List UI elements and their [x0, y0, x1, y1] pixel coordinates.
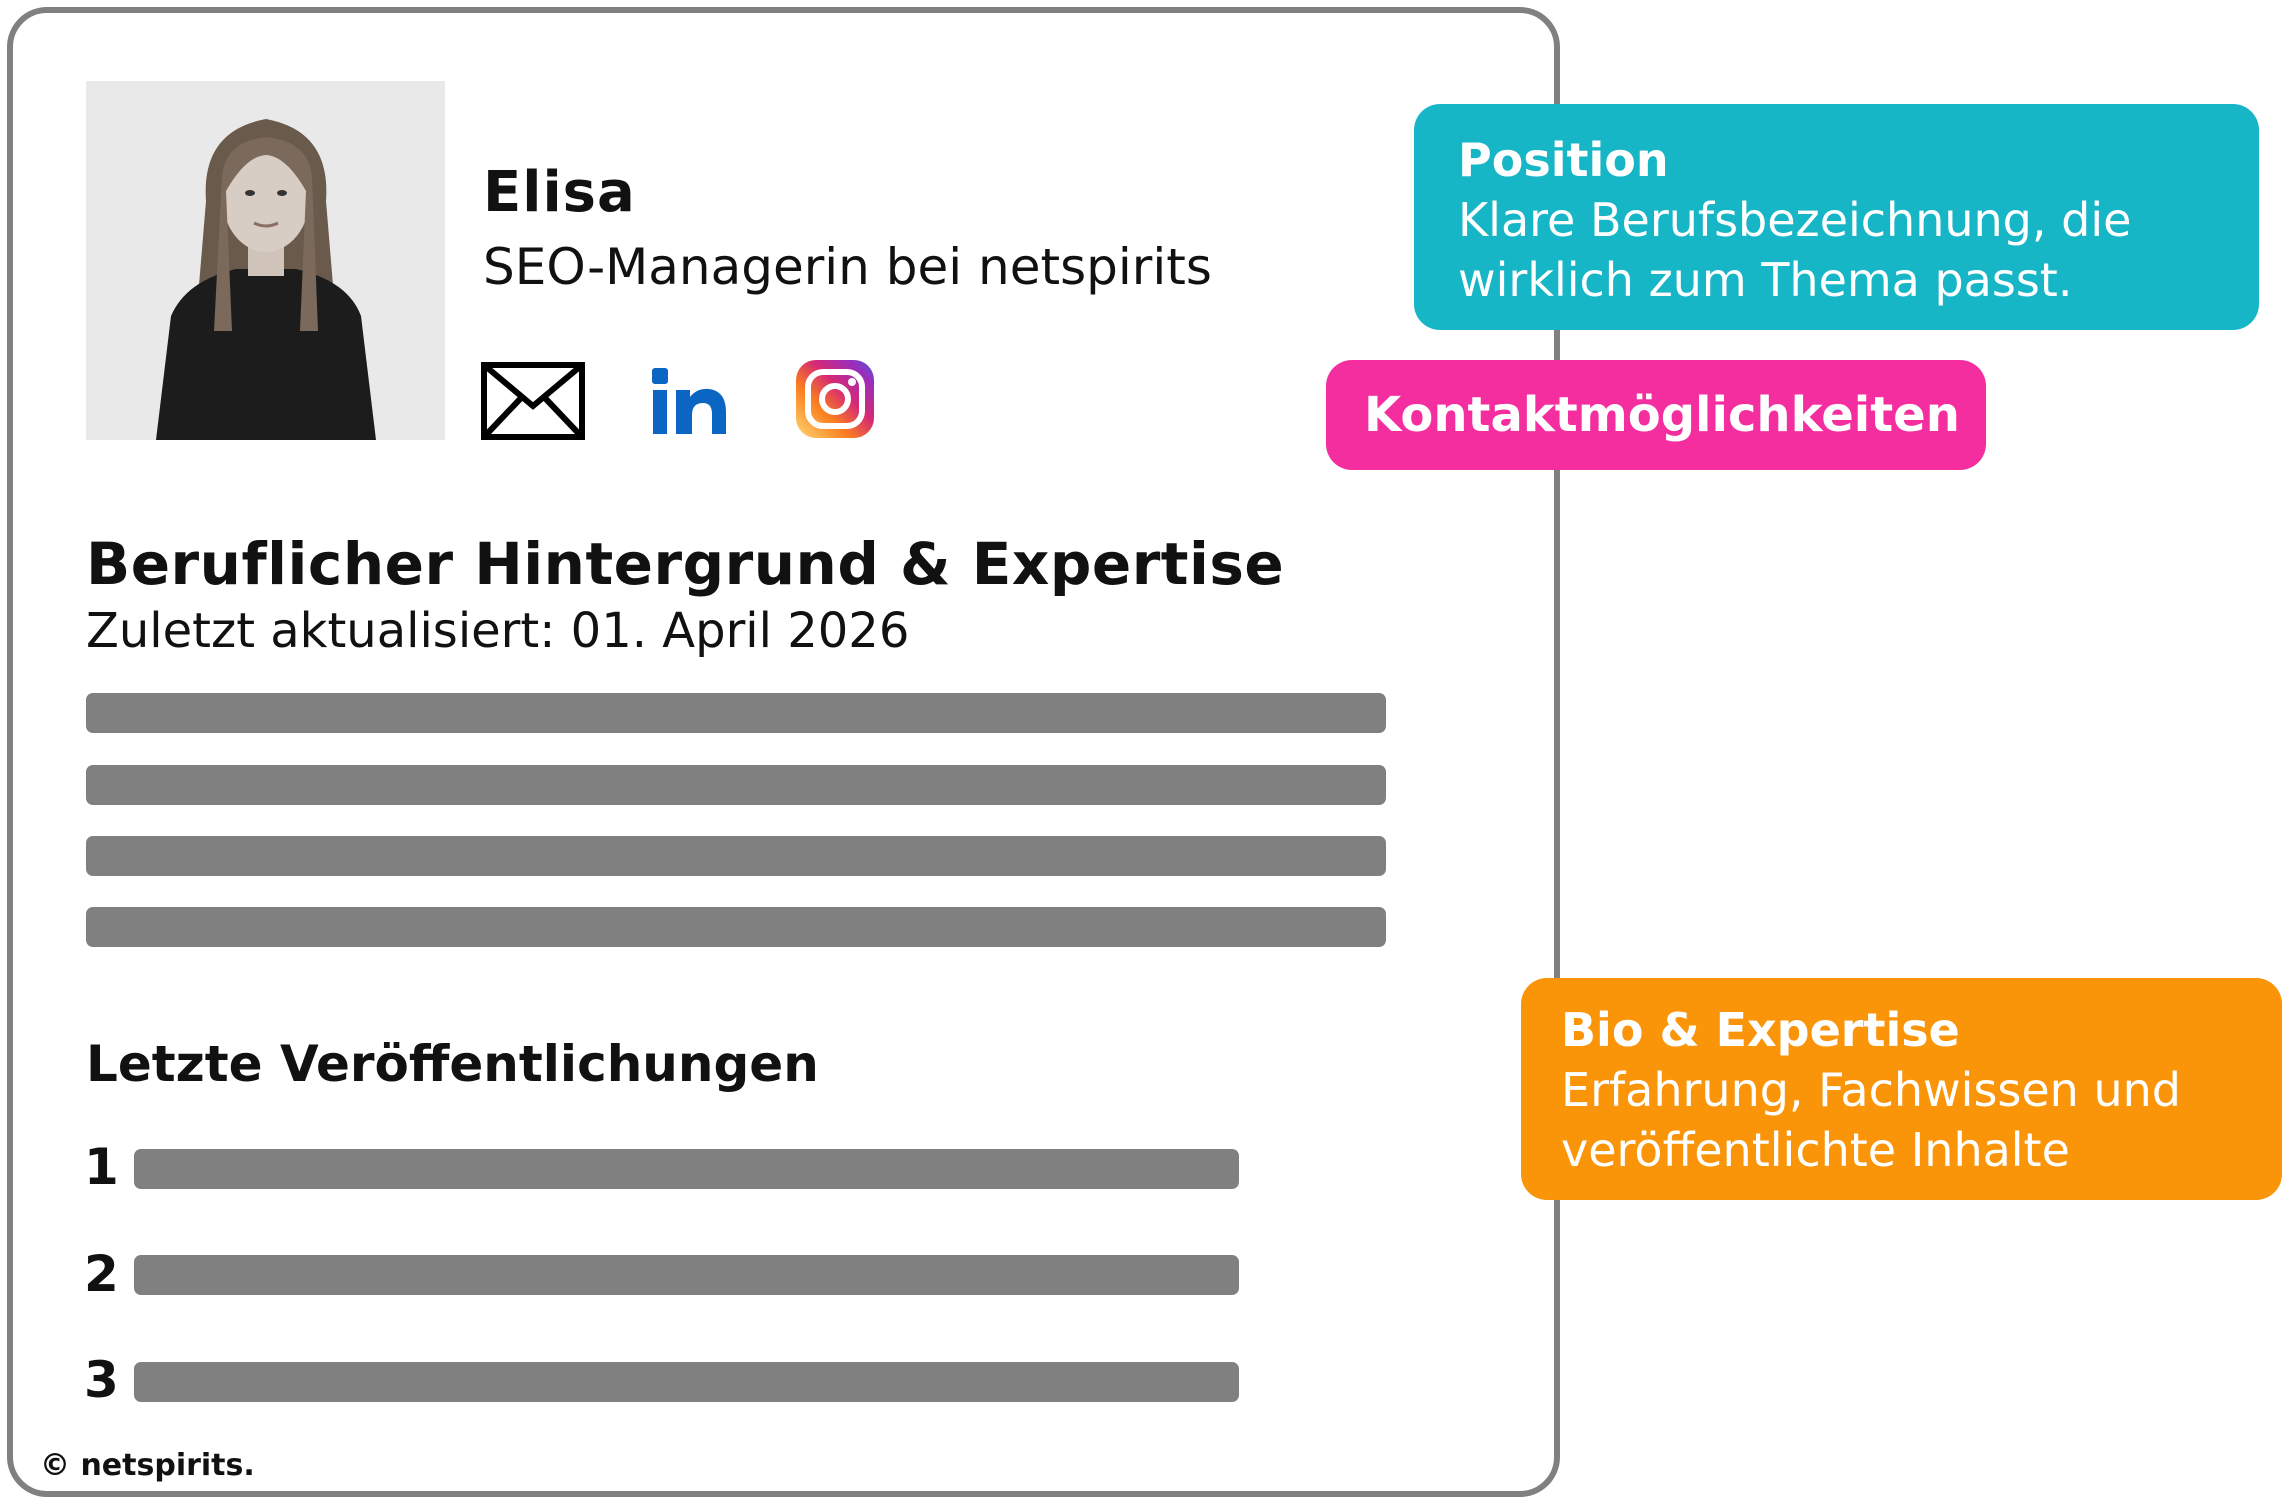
callout-position-title: Position [1458, 133, 1669, 187]
text-placeholder-bar [86, 907, 1386, 947]
mail-icon[interactable] [481, 362, 585, 440]
publication-number: 3 [84, 1351, 119, 1409]
publication-link-placeholder[interactable] [134, 1149, 1239, 1189]
linkedin-icon[interactable] [652, 360, 726, 436]
profile-photo [86, 81, 445, 440]
callout-position-line1: Klare Berufsbezeichnung, die [1458, 193, 2132, 247]
publication-number: 2 [84, 1245, 119, 1303]
section-title: Beruflicher Hintergrund & Expertise [86, 530, 1285, 598]
callout-bio-line1: Erfahrung, Fachwissen und [1561, 1063, 2181, 1117]
publication-link-placeholder[interactable] [134, 1362, 1239, 1402]
text-placeholder-bar [86, 693, 1386, 733]
instagram-icon[interactable] [796, 360, 874, 438]
callout-position: Position Klare Berufsbezeichnung, die wi… [1414, 104, 2259, 330]
callout-bio-line2: veröffentlichte Inhalte [1561, 1123, 2070, 1177]
callout-position-line2: wirklich zum Thema passt. [1458, 253, 2073, 307]
text-placeholder-bar [86, 765, 1386, 805]
publications-title: Letzte Veröffentlichungen [86, 1035, 819, 1093]
callout-contact-title: Kontaktmöglichkeiten [1364, 387, 1960, 443]
text-placeholder-bar [86, 836, 1386, 876]
profile-role: SEO-Managerin bei netspirits [483, 238, 1212, 296]
publication-number: 1 [84, 1138, 119, 1196]
copyright-notice: © netspirits. [40, 1448, 255, 1483]
callout-bio: Bio & Expertise Erfahrung, Fachwissen un… [1521, 978, 2282, 1200]
profile-name: Elisa [483, 160, 636, 225]
callout-contact: Kontaktmöglichkeiten [1326, 360, 1986, 470]
last-updated: Zuletzt aktualisiert: 01. April 2026 [86, 603, 910, 659]
callout-bio-title: Bio & Expertise [1561, 1003, 1960, 1057]
publication-link-placeholder[interactable] [134, 1255, 1239, 1295]
